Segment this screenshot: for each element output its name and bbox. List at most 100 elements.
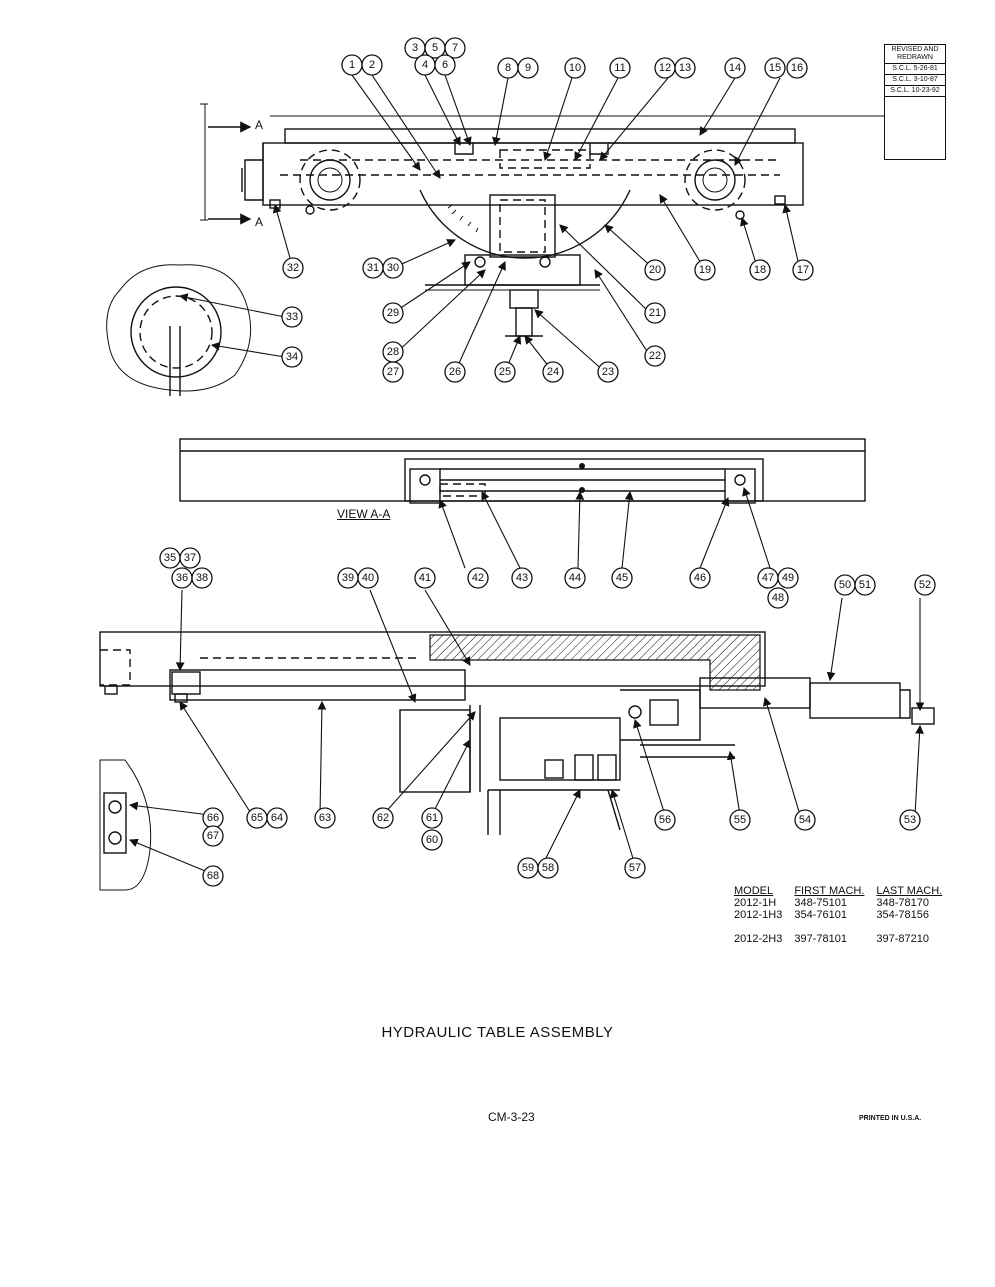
callout-number: 60 <box>426 834 438 846</box>
callout-62: 62 <box>372 807 394 829</box>
revision-entry: S.C.L. 10-23-92 <box>885 86 945 97</box>
callout-number: 54 <box>799 814 811 826</box>
callout-number: 68 <box>207 870 219 882</box>
callout-number: 8 <box>505 62 511 74</box>
callout-number: 63 <box>319 812 331 824</box>
callout-48: 48 <box>767 587 789 609</box>
callout-number: 61 <box>426 812 438 824</box>
callout-9: 9 <box>517 57 539 79</box>
callout-number: 4 <box>422 59 428 71</box>
callout-2: 2 <box>361 54 383 76</box>
callout-number: 40 <box>362 572 374 584</box>
callout-number: 19 <box>699 264 711 276</box>
callout-number: 20 <box>649 264 661 276</box>
callout-number: 59 <box>522 862 534 874</box>
callout-number: 37 <box>184 552 196 564</box>
callout-number: 16 <box>791 62 803 74</box>
callout-number: 11 <box>614 62 625 74</box>
callout-number: 13 <box>679 62 691 74</box>
callout-number: 45 <box>616 572 628 584</box>
callout-number: 18 <box>754 264 766 276</box>
callout-number: 14 <box>729 62 741 74</box>
callout-61: 61 <box>421 807 443 829</box>
callout-54: 54 <box>794 809 816 831</box>
table-row: 2012-1H 348-75101 348-78170 <box>728 897 948 909</box>
callout-number: 38 <box>196 572 208 584</box>
callout-46: 46 <box>689 567 711 589</box>
callout-number: 15 <box>769 62 781 74</box>
leader-lines <box>128 74 925 874</box>
callout-number: 52 <box>919 579 931 591</box>
callout-number: 5 <box>432 42 438 54</box>
callout-number: 22 <box>649 350 661 362</box>
callout-number: 41 <box>419 572 431 584</box>
model-header: MODEL <box>734 885 774 897</box>
first-mach-header: FIRST MACH. <box>794 885 865 897</box>
callout-59: 59 <box>517 857 539 879</box>
callout-number: 42 <box>472 572 484 584</box>
callout-number: 58 <box>542 862 554 874</box>
callout-37: 37 <box>179 547 201 569</box>
callout-6: 6 <box>434 54 456 76</box>
callout-number: 56 <box>659 814 671 826</box>
callout-36: 36 <box>171 567 193 589</box>
section-mark-a-bottom: A <box>255 215 263 229</box>
callout-number: 1 <box>349 59 355 71</box>
callout-number: 55 <box>734 814 746 826</box>
callout-number: 53 <box>904 814 916 826</box>
callout-33: 33 <box>281 306 303 328</box>
callout-number: 12 <box>659 62 671 74</box>
callout-32: 32 <box>282 257 304 279</box>
revision-header: REVISED AND REDRAWN <box>885 45 945 64</box>
callout-58: 58 <box>537 857 559 879</box>
callout-number: 3 <box>412 42 418 54</box>
revision-blank <box>885 97 945 160</box>
callout-23: 23 <box>597 361 619 383</box>
callout-number: 65 <box>251 812 263 824</box>
callout-64: 64 <box>266 807 288 829</box>
last-mach-cell: 397-87210 <box>876 933 930 945</box>
callout-35: 35 <box>159 547 181 569</box>
top-assembly-drawing <box>200 103 884 337</box>
revision-table: REVISED AND REDRAWN S.C.L. 5-26-81 S.C.L… <box>884 44 946 160</box>
callout-65: 65 <box>246 807 268 829</box>
callout-number: 21 <box>649 307 661 319</box>
callout-40: 40 <box>357 567 379 589</box>
callout-number: 47 <box>762 572 774 584</box>
callout-number: 51 <box>859 579 871 591</box>
callout-42: 42 <box>467 567 489 589</box>
callout-number: 31 <box>367 262 379 274</box>
last-mach-cell: 348-78170 <box>876 897 930 909</box>
callout-45: 45 <box>611 567 633 589</box>
callout-13: 13 <box>674 57 696 79</box>
callout-number: 2 <box>369 59 375 71</box>
last-mach-cell: 354-78156 <box>876 909 930 921</box>
drawing-title: HYDRAULIC TABLE ASSEMBLY <box>381 1024 614 1041</box>
callout-10: 10 <box>564 57 586 79</box>
callout-number: 30 <box>387 262 399 274</box>
callout-number: 43 <box>516 572 528 584</box>
callout-number: 35 <box>164 552 176 564</box>
callout-18: 18 <box>749 259 771 281</box>
callout-55: 55 <box>729 809 751 831</box>
callout-21: 21 <box>644 302 666 324</box>
detail-view-drawing <box>106 264 252 396</box>
callout-15: 15 <box>764 57 786 79</box>
callout-43: 43 <box>511 567 533 589</box>
revision-entry: S.C.L. 3-10-87 <box>885 75 945 86</box>
model-cell: 2012-2H3 <box>734 933 783 945</box>
callout-number: 9 <box>525 62 531 74</box>
callout-67: 67 <box>202 825 224 847</box>
callout-number: 24 <box>547 366 559 378</box>
callout-68: 68 <box>202 865 224 887</box>
callout-1: 1 <box>341 54 363 76</box>
callout-number: 29 <box>387 307 399 319</box>
first-mach-cell: 397-78101 <box>794 933 847 945</box>
callout-number: 23 <box>602 366 614 378</box>
callout-11: 11 <box>609 57 631 79</box>
callout-number: 6 <box>442 59 448 71</box>
callout-20: 20 <box>644 259 666 281</box>
callout-number: 39 <box>342 572 354 584</box>
model-cell: 2012-1H <box>734 897 777 909</box>
callout-4: 4 <box>414 54 436 76</box>
